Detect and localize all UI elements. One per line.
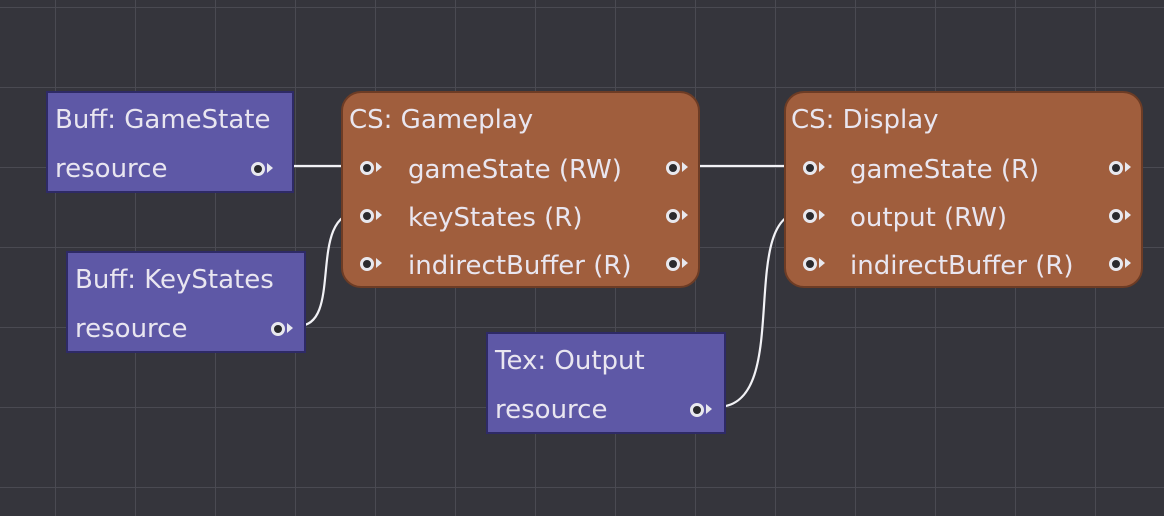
pin-row-gamestate[interactable]: gameState (R) (786, 151, 1141, 199)
output-pin-icon[interactable] (271, 319, 293, 337)
node-title: Buff: GameState (55, 105, 271, 135)
input-pin-icon[interactable] (360, 158, 382, 176)
output-label: resource (55, 154, 168, 184)
pin-row-indirectbuffer[interactable]: indirectBuffer (R) (343, 247, 698, 295)
pin-label: indirectBuffer (R) (408, 251, 632, 281)
output-label: resource (495, 395, 608, 425)
output-pin-icon[interactable] (1109, 158, 1131, 176)
output-pin-icon[interactable] (1109, 206, 1131, 224)
pin-label: gameState (R) (850, 155, 1040, 185)
node-buff-keystates[interactable]: Buff: KeyStates resource (66, 251, 306, 353)
wire-output-to-display[interactable] (716, 210, 804, 409)
output-pin-icon[interactable] (666, 206, 688, 224)
input-pin-icon[interactable] (803, 158, 825, 176)
output-label: resource (75, 314, 188, 344)
node-title: Buff: KeyStates (75, 265, 274, 295)
node-buff-gamestate[interactable]: Buff: GameState resource (46, 91, 294, 193)
node-title: Tex: Output (495, 346, 645, 376)
node-tex-output[interactable]: Tex: Output resource (486, 332, 726, 434)
node-cs-gameplay[interactable]: CS: Gameplay gameState (RW) keyStates (R… (341, 91, 700, 288)
input-pin-icon[interactable] (803, 254, 825, 272)
output-pin-icon[interactable] (690, 400, 712, 418)
output-pin-icon[interactable] (251, 159, 273, 177)
pin-row-indirectbuffer[interactable]: indirectBuffer (R) (786, 247, 1141, 295)
input-pin-icon[interactable] (803, 206, 825, 224)
input-pin-icon[interactable] (360, 254, 382, 272)
node-cs-display[interactable]: CS: Display gameState (R) output (RW) i (784, 91, 1143, 288)
pin-label: output (RW) (850, 203, 1008, 233)
pin-row-output[interactable]: output (RW) (786, 199, 1141, 247)
pin-row-gamestate[interactable]: gameState (RW) (343, 151, 698, 199)
pin-label: gameState (RW) (408, 155, 622, 185)
pin-label: indirectBuffer (R) (850, 251, 1074, 281)
node-title: CS: Display (791, 105, 939, 135)
input-pin-icon[interactable] (360, 206, 382, 224)
output-pin-icon[interactable] (666, 158, 688, 176)
output-pin-icon[interactable] (1109, 254, 1131, 272)
output-pin-icon[interactable] (666, 254, 688, 272)
node-title: CS: Gameplay (349, 105, 534, 135)
pin-label: keyStates (R) (408, 203, 583, 233)
pin-row-keystates[interactable]: keyStates (R) (343, 199, 698, 247)
